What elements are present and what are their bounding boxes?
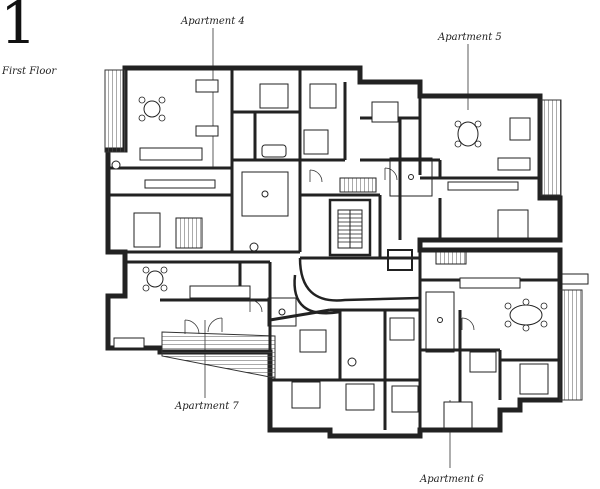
toilet-apartment-6 (347, 357, 357, 367)
beds (133, 83, 549, 429)
apartment-4-label: Apartment 4 (181, 16, 245, 27)
bed-apartment-6-third (345, 383, 375, 411)
stair-core (328, 198, 413, 271)
toilet-apartment-4 (111, 160, 121, 170)
wardrobe-apartment-5 (339, 177, 377, 193)
chairs (138, 96, 548, 332)
floor-label: First Floor (2, 66, 57, 77)
floor-number: 1 (0, 0, 37, 57)
apartment-7-label: Apartment 7 (175, 401, 239, 412)
bathtub-apartment-4 (261, 144, 287, 158)
kitchen-counter-apartment-6 (459, 277, 521, 289)
bed-apartment-4-second (259, 83, 289, 109)
wardrobe-apartment-6 (435, 251, 467, 265)
dining-table-apartment-6 (509, 304, 543, 326)
sofa-apartment-5 (497, 157, 531, 171)
shower-apartment-6 (299, 329, 327, 353)
bed-apartment-4 (133, 212, 161, 248)
kitchens (139, 147, 521, 299)
apartment-6-label: Apartment 6 (420, 474, 484, 485)
balconies (104, 69, 583, 401)
bathrooms (111, 129, 497, 373)
bed-apartment-5-second (497, 209, 529, 239)
kitchen-counter-apartment-7 (189, 285, 251, 299)
wardrobe-apartment-4 (175, 217, 203, 249)
bed-apartment-6 (519, 363, 549, 395)
bed-apartment-5 (371, 101, 399, 123)
dining-tables (143, 100, 543, 326)
bed-apartment-4-third (309, 83, 337, 109)
doors (184, 167, 475, 335)
shower-apartment-4 (303, 129, 329, 155)
sofa-apartment-6 (561, 273, 589, 285)
shower-apartment-6-second (389, 317, 415, 341)
lightwells (241, 157, 455, 353)
balcony-apartment-4 (104, 69, 126, 153)
kitchen-counter-apartment-5 (447, 181, 519, 191)
apartment-5-label: Apartment 5 (438, 32, 502, 43)
balcony-apartment-5 (540, 99, 562, 196)
kitchen-counter-apartment-4 (139, 147, 203, 161)
dining-table-apartment-7 (146, 270, 164, 288)
dining-table-apartment-4 (143, 100, 161, 118)
bed-apartment-6-second (291, 381, 321, 409)
bed-apartment-6-fourth (391, 385, 419, 413)
sofas (113, 79, 589, 349)
kitchen-counter-apartment-4-second (144, 179, 216, 189)
toilet-apartment-4-second (249, 242, 259, 252)
sofa-apartment-4-second (195, 125, 219, 137)
label-leaders (204, 28, 469, 468)
balcony-apartment-6 (559, 289, 583, 401)
sofa-apartment-4 (195, 79, 219, 93)
bed-apartment-6-fifth (443, 401, 473, 429)
balcony-apartment-7 (161, 331, 276, 379)
armchair-apartment-5 (509, 117, 531, 141)
sofa-apartment-7 (113, 337, 145, 349)
shower-apartment-6-third (469, 351, 497, 373)
corridor (293, 257, 421, 315)
dining-table-apartment-5 (457, 121, 479, 147)
